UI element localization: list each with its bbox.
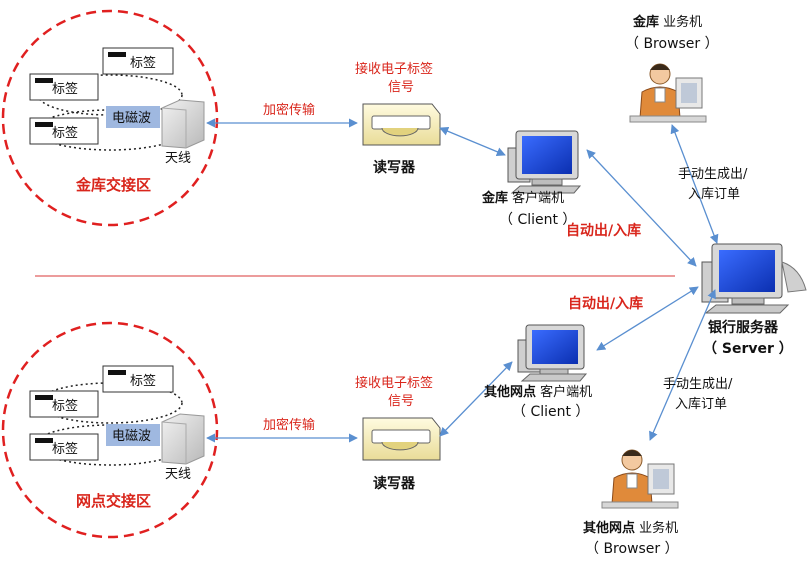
manual-order-label: 入库订单 — [675, 396, 727, 412]
manual-order-label: 手动生成出/ — [663, 377, 733, 392]
encrypt-label: 加密传输 — [263, 417, 315, 433]
browser-label: 业务机 — [659, 14, 702, 30]
tag-label: 标签 — [130, 373, 156, 389]
receive-signal-label: 接收电子标签 — [355, 61, 433, 77]
svg-text:其他网点 客户端机: 其他网点 客户端机 — [484, 384, 592, 400]
client-server-arrow — [586, 149, 697, 267]
client-sub-label: （ Client ） — [512, 404, 589, 420]
auto-io-label: 自动出/入库 — [568, 295, 643, 312]
em-wave-box — [106, 106, 160, 128]
server-sub-label: （ Server ） — [703, 341, 793, 357]
tag-label: 标签 — [52, 441, 78, 457]
top-handover-zone: 标签 标签 标签 电磁波 天线 金库交接区 — [1, 9, 219, 227]
reader-label: 读写器 — [373, 475, 416, 492]
rfid-tag: 标签 — [29, 433, 99, 461]
browser-sub-label: （ Browser ） — [625, 36, 719, 52]
reader-client-arrow — [439, 126, 506, 157]
em-wave-box — [106, 424, 160, 446]
em-wave-label: 电磁波 — [112, 429, 151, 444]
zone-title: 金库交接区 — [75, 176, 151, 194]
tag-label: 标签 — [52, 398, 78, 414]
server-title: 银行服务器 — [708, 319, 779, 336]
client-sub-label: （ Client ） — [499, 212, 576, 228]
antenna-icon — [161, 99, 205, 149]
client-location-label: 金库 — [481, 190, 508, 206]
em-wave-label: 电磁波 — [112, 111, 151, 126]
client-label: 客户端机 — [508, 190, 564, 206]
receive-signal-label: 信号 — [388, 80, 414, 95]
reader-label: 读写器 — [373, 159, 416, 176]
encrypt-label: 加密传输 — [263, 102, 315, 118]
antenna-label: 天线 — [165, 151, 191, 166]
client-computer-icon — [507, 130, 582, 194]
zone-title: 网点交接区 — [76, 492, 151, 510]
svg-text:金库 业务机: 金库 业务机 — [632, 14, 702, 30]
server-computer-icon — [701, 243, 807, 314]
browser-sub-label: （ Browser ） — [585, 541, 679, 557]
tag-label: 标签 — [52, 125, 78, 141]
client-computer-icon — [517, 324, 588, 382]
manual-order-label: 手动生成出/ — [678, 167, 748, 182]
rfid-tag: 标签 — [29, 390, 99, 418]
browser-label: 业务机 — [635, 520, 678, 536]
browser-location-label: 其他网点 — [583, 520, 635, 536]
tag-label: 标签 — [130, 55, 156, 71]
client-location-label: 其他网点 — [484, 384, 536, 400]
browser-server-arrow — [649, 289, 716, 441]
svg-text:金库 客户端机: 金库 客户端机 — [481, 190, 564, 206]
browser-server-arrow — [670, 124, 719, 244]
card-reader-icon — [362, 103, 441, 146]
browser-location-label: 金库 — [632, 14, 659, 30]
antenna-icon — [161, 413, 205, 465]
rfid-tag: 标签 — [102, 47, 174, 75]
reader-client-arrow — [439, 361, 513, 437]
auto-io-label: 自动出/入库 — [566, 222, 641, 239]
client-label: 客户端机 — [536, 384, 592, 400]
rfid-tag: 标签 — [102, 365, 174, 393]
receive-signal-label: 信号 — [388, 394, 414, 409]
svg-text:其他网点 业务机: 其他网点 业务机 — [583, 520, 678, 536]
tag-label: 标签 — [52, 81, 78, 97]
card-reader-icon — [362, 417, 441, 461]
rfid-tag: 标签 — [29, 73, 99, 101]
rfid-tag: 标签 — [29, 117, 99, 145]
operator-icon — [601, 449, 679, 509]
operator-icon — [629, 63, 707, 123]
antenna-label: 天线 — [165, 467, 191, 482]
bottom-handover-zone: 标签 标签 标签 电磁波 天线 网点交接区 — [1, 321, 219, 539]
receive-signal-label: 接收电子标签 — [355, 375, 433, 391]
manual-order-label: 入库订单 — [688, 186, 740, 202]
